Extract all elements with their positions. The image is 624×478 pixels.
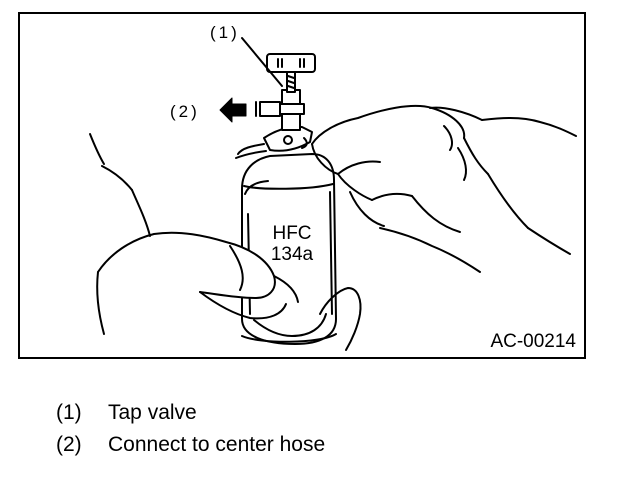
right-hand xyxy=(311,104,577,273)
legend-number: (2) xyxy=(56,433,82,456)
figure-frame: (1) (2) HFC 134a AC-00214 xyxy=(18,12,586,359)
legend-text: Connect to center hose xyxy=(108,433,326,456)
callout-1: (1) xyxy=(210,23,240,42)
refrigerant-can-illustration xyxy=(89,37,577,351)
callout-1-leader xyxy=(241,37,283,87)
legend-item: (1) Tap valve xyxy=(56,397,596,429)
legend-number: (1) xyxy=(56,401,82,424)
legend: (1) Tap valve (2) Connect to center hose xyxy=(56,397,596,461)
can-label-line2: 134a xyxy=(270,244,314,265)
can-label-line1: HFC xyxy=(272,223,312,244)
legend-item: (2) Connect to center hose xyxy=(56,429,596,461)
arrow-left-icon xyxy=(219,97,247,123)
left-hand xyxy=(89,133,362,351)
callout-2: (2) xyxy=(170,102,200,121)
can-base-line xyxy=(241,333,337,343)
figure-id: AC-00214 xyxy=(490,331,576,352)
tap-valve-icon xyxy=(235,53,316,159)
legend-text: Tap valve xyxy=(108,401,197,424)
